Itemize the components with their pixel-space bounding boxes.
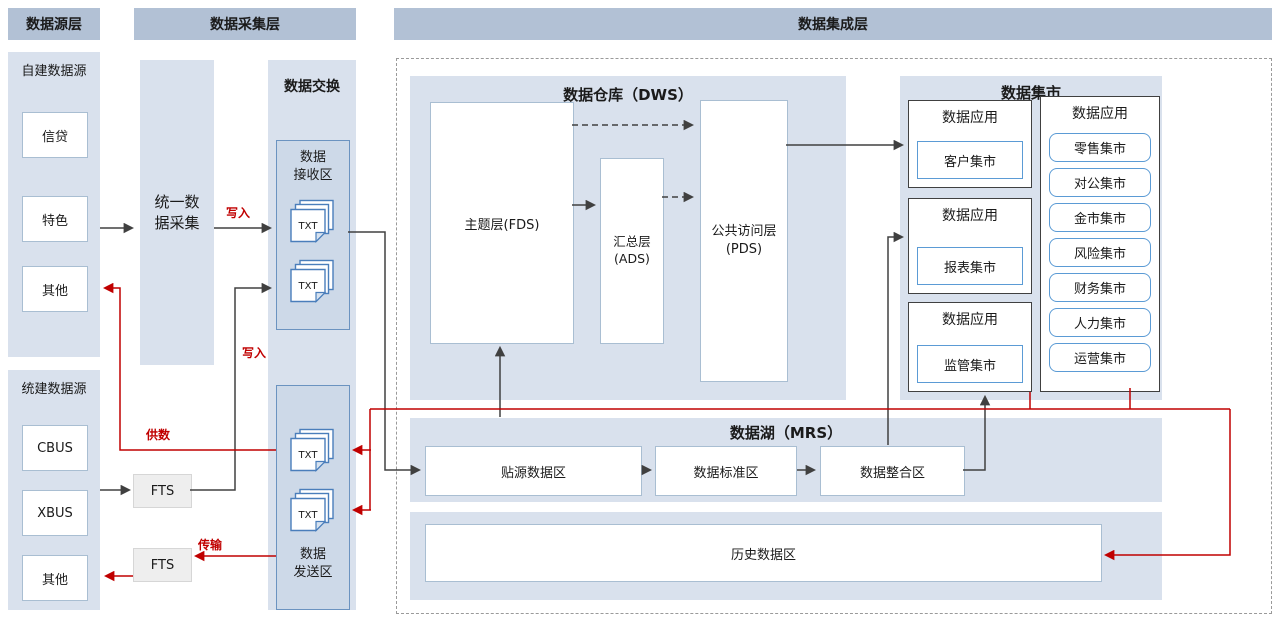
node-customer-mart: 客户集市 [917, 141, 1023, 179]
send-area-label: 数据 发送区 [293, 547, 333, 580]
node-raw-zone: 贴源数据区 [425, 446, 642, 496]
node-standard-zone: 数据标准区 [655, 446, 797, 496]
txt-file-icon: TXT [289, 259, 337, 303]
layer-header-integration: 数据集成层 [394, 8, 1272, 40]
node-risk-mart: 风险集市 [1049, 238, 1151, 267]
group-header: 数据应用 [942, 110, 998, 126]
node-goldmarket-mart: 金市集市 [1049, 203, 1151, 232]
txt-file-label: TXT [298, 450, 319, 461]
txt-file-label: TXT [298, 281, 319, 292]
node-corporate-mart: 对公集市 [1049, 168, 1151, 197]
node-credit: 信贷 [22, 112, 88, 158]
panel-data-exchange: 数据交换 数据 接收区 TXT TXT TXT TXT 数据 发送区 [268, 60, 356, 610]
group-header: 数据应用 [1072, 106, 1128, 122]
node-send-area: TXT TXT 数据 发送区 [276, 385, 350, 610]
layer-header-source: 数据源层 [8, 8, 100, 40]
node-fts-upper: FTS [133, 474, 192, 508]
node-cbus: CBUS [22, 425, 88, 471]
panel-self-built-sources: 自建数据源 信贷 特色 其他 [8, 52, 100, 357]
group-data-app-regulatory: 数据应用 监管集市 [908, 302, 1032, 392]
group-header: 数据应用 [942, 312, 998, 328]
panel-history: 历史数据区 [410, 512, 1162, 600]
node-finance-mart: 财务集市 [1049, 273, 1151, 302]
panel-title: 数据湖（MRS） [729, 424, 843, 442]
panel-data-mart: 数据集市 数据应用 客户集市 数据应用 报表集市 数据应用 监管集市 数据应用 … [900, 76, 1162, 400]
node-pds: 公共访问层 (PDS) [700, 100, 788, 382]
panel-title: 数据交换 [284, 79, 340, 95]
group-data-app-report: 数据应用 报表集市 [908, 198, 1032, 294]
panel-dws: 数据仓库（DWS） 主题层(FDS) 汇总层 (ADS) 公共访问层 (PDS) [410, 76, 846, 400]
txt-file-label: TXT [298, 510, 319, 521]
node-other-unified: 其他 [22, 555, 88, 601]
node-label: 统一数 据采集 [154, 193, 200, 232]
node-history-zone: 历史数据区 [425, 524, 1102, 582]
edge-label-write-2: 写入 [242, 346, 267, 360]
node-merge-zone: 数据整合区 [820, 446, 965, 496]
node-retail-mart: 零售集市 [1049, 133, 1151, 162]
txt-file-label: TXT [298, 221, 319, 232]
edge-label-transfer: 传输 [198, 538, 223, 552]
node-hr-mart: 人力集市 [1049, 308, 1151, 337]
panel-title: 统建数据源 [21, 382, 87, 397]
node-ads: 汇总层 (ADS) [600, 158, 664, 344]
layer-header-collection: 数据采集层 [134, 8, 356, 40]
group-data-app-customer: 数据应用 客户集市 [908, 100, 1032, 188]
node-fts-lower: FTS [133, 548, 192, 582]
txt-file-icon: TXT [289, 428, 337, 472]
node-receive-area: 数据 接收区 TXT TXT [276, 140, 350, 330]
panel-title: 数据仓库（DWS） [563, 86, 693, 104]
edge-label-write-1: 写入 [226, 206, 251, 220]
panel-title: 自建数据源 [21, 64, 87, 79]
group-data-app-list: 数据应用 零售集市 对公集市 金市集市 风险集市 财务集市 人力集市 运营集市 [1040, 96, 1160, 392]
panel-unified-sources: 统建数据源 CBUS XBUS 其他 [8, 370, 100, 610]
node-regulatory-mart: 监管集市 [917, 345, 1023, 383]
edge-label-supply: 供数 [146, 428, 171, 442]
panel-mrs: 数据湖（MRS） 贴源数据区 数据标准区 数据整合区 [410, 418, 1162, 502]
node-special: 特色 [22, 196, 88, 242]
txt-file-icon: TXT [289, 488, 337, 532]
node-report-mart: 报表集市 [917, 247, 1023, 285]
group-header: 数据应用 [942, 208, 998, 224]
node-xbus: XBUS [22, 490, 88, 536]
txt-file-icon: TXT [289, 199, 337, 243]
node-unified-collection: 统一数 据采集 [140, 60, 214, 365]
node-other-self: 其他 [22, 266, 88, 312]
node-operations-mart: 运营集市 [1049, 343, 1151, 372]
receive-area-label: 数据 接收区 [293, 150, 333, 183]
node-fds: 主题层(FDS) [430, 102, 574, 344]
